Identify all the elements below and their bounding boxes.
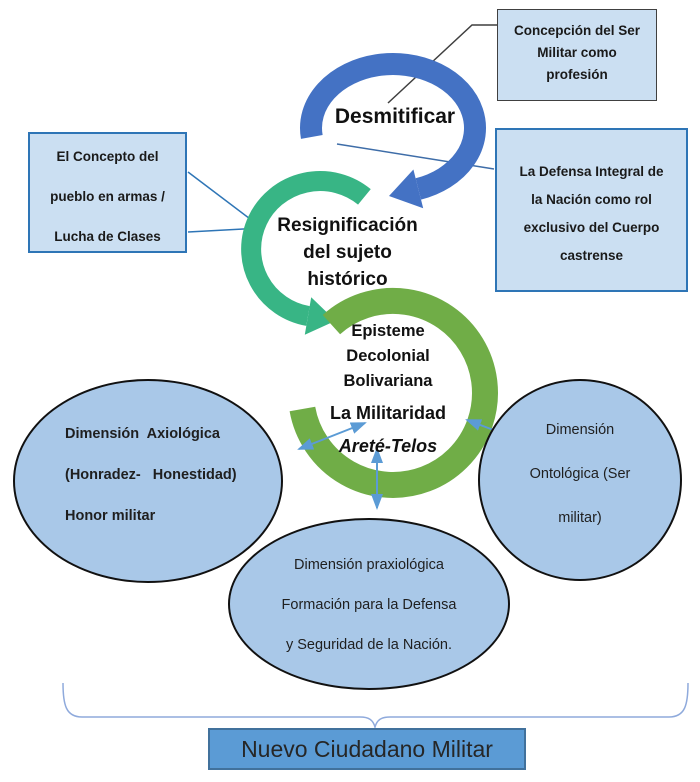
callout-defensa-integral: La Defensa Integral de la Nación como ro… [495,128,688,292]
dimension-praxiologica-line: Formación para la Defensa [281,597,457,613]
callout-defensa-line: La Defensa Integral de [519,164,664,179]
axiologica-link-arrow [297,422,367,450]
brace [62,682,689,730]
callout-pueblo-line: Lucha de Clases [54,229,161,244]
dimension-axiologica-line: Dimensión Axiológica [65,426,220,442]
dimension-ontologica-line: Dimensión [545,422,615,438]
episteme-label: Episteme Decolonial Bolivariana La Milit… [298,319,478,459]
desmitificar-label: Desmitificar [334,105,456,128]
militaridad-label: La Militaridad [329,403,446,423]
resignificacion-cycle-arrow [241,171,371,326]
resignificacion-label-line: del sujeto [303,242,392,263]
arete-telos-label: Areté-Telos [338,436,438,456]
episteme-label-line: Episteme [351,322,425,340]
dimension-ontologica-ellipse: Dimensión Ontológica (Ser militar) [478,379,682,581]
dimension-praxiologica-ellipse: Dimensión praxiológica Formación para la… [228,518,510,690]
callout-concepcion-line: profesión [546,67,608,82]
footer-box: Nuevo Ciudadano Militar [208,728,526,770]
dimension-axiologica-line: Honor militar [65,508,156,524]
callout-concepcion: Concepción del Ser Militar como profesió… [497,9,657,101]
resignificacion-label-line: histórico [307,269,388,290]
dimension-axiologica-ellipse: Dimensión Axiológica (Honradez- Honestid… [13,379,283,583]
callout-concepcion-line: Militar como [537,45,617,60]
footer-label: Nuevo Ciudadano Militar [241,736,493,762]
dimension-ontologica-line: militar) [558,510,602,526]
dimension-ontologica-line: Ontológica (Ser [529,466,631,482]
resignificacion-label: Resignificación del sujeto histórico [265,212,430,293]
callout-defensa-line: castrense [559,248,624,263]
dimension-praxiologica-line: Dimensión praxiológica [294,557,444,573]
resignificacion-label-line: Resignificación [277,215,418,236]
callout-concepcion-line: Concepción del Ser [513,23,641,38]
dimension-praxiologica-line: y Seguridad de la Nación. [285,637,453,653]
callout-defensa-line: exclusivo del Cuerpo [523,220,660,235]
desmitificar-cycle-arrow [300,53,486,200]
dimension-axiologica-line: (Honradez- Honestidad) [65,467,237,483]
callout-pueblo-line: pueblo en armas / [50,189,165,204]
callout-pueblo-line: El Concepto del [56,149,159,164]
episteme-label-line: Bolivariana [343,372,433,390]
callout-defensa-line: la Nación como rol [531,192,652,207]
desmitificar-cycle-arrowhead [389,169,424,209]
callout-pueblo-en-armas: El Concepto del pueblo en armas / Lucha … [28,132,187,253]
resignificacion-cycle-arrowhead [304,297,336,335]
episteme-label-line: Decolonial [346,347,430,365]
